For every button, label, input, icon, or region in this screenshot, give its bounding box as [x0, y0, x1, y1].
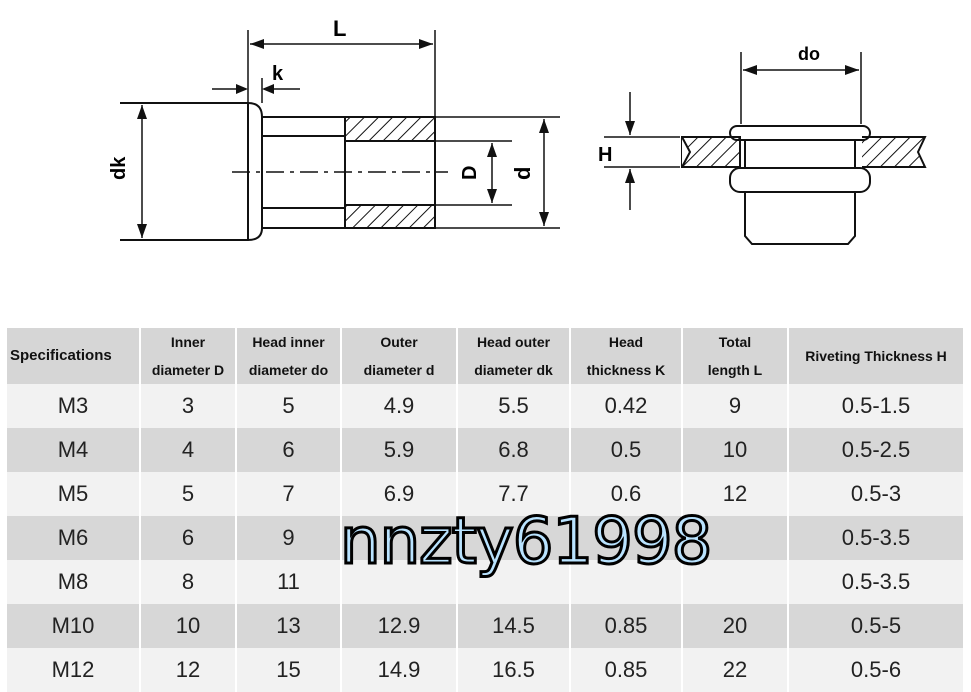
- table-cell: 5.9: [341, 428, 458, 472]
- table-cell: 4.9: [341, 384, 458, 428]
- table-cell: 4: [140, 428, 237, 472]
- table-cell: 6.9: [341, 472, 458, 516]
- table-cell: [570, 516, 683, 560]
- table-cell: [682, 516, 789, 560]
- label-do: do: [798, 44, 820, 64]
- table-cell: M10: [7, 604, 141, 648]
- table-cell: 0.85: [570, 604, 683, 648]
- header-riveting-thickness: Riveting Thickness H: [788, 328, 965, 384]
- table-cell: [682, 560, 789, 604]
- table-cell: [457, 560, 571, 604]
- label-d: d: [510, 167, 535, 180]
- table-cell: 5: [140, 472, 237, 516]
- table-cell: 6: [140, 516, 237, 560]
- table-cell: [341, 560, 458, 604]
- table-cell: M4: [7, 428, 141, 472]
- table-cell: 5: [236, 384, 342, 428]
- table-cell: 9: [682, 384, 789, 428]
- table-cell: 7.7: [457, 472, 571, 516]
- table-cell: 7: [236, 472, 342, 516]
- table-cell: M6: [7, 516, 141, 560]
- table-cell: [341, 516, 458, 560]
- table-cell: 12.9: [341, 604, 458, 648]
- table-cell: 0.5-1.5: [788, 384, 965, 428]
- table-cell: 15: [236, 648, 342, 692]
- table-cell: 12: [140, 648, 237, 692]
- table-cell: 5.5: [457, 384, 571, 428]
- table-cell: 0.5-3.5: [788, 516, 965, 560]
- table-cell: 0.5-3.5: [788, 560, 965, 604]
- table-cell: 0.5-6: [788, 648, 965, 692]
- label-k: k: [272, 63, 284, 85]
- table-cell: 0.6: [570, 472, 683, 516]
- table-cell: 12: [682, 472, 789, 516]
- label-D: D: [459, 166, 481, 180]
- label-L: L: [333, 16, 346, 41]
- table-cell: 3: [140, 384, 237, 428]
- table-cell: M5: [7, 472, 141, 516]
- table-cell: M8: [7, 560, 141, 604]
- table-cell: 16.5: [457, 648, 571, 692]
- installed-rivet-view: [604, 52, 927, 245]
- table-cell: 13: [236, 604, 342, 648]
- table-cell: 6: [236, 428, 342, 472]
- header-specifications: Specifications: [7, 328, 141, 384]
- table-cell: 10: [140, 604, 237, 648]
- watermark-text: nnzty61998: [338, 504, 713, 581]
- table-cell: 20: [682, 604, 789, 648]
- rivet-nut-side-view: [120, 30, 560, 241]
- table-cell: 0.85: [570, 648, 683, 692]
- technical-drawing: L k dk D d H do: [108, 16, 927, 245]
- table-cell: 10: [682, 428, 789, 472]
- label-dk: dk: [108, 156, 130, 180]
- table-cell: 14.5: [457, 604, 571, 648]
- table-cell: 14.9: [341, 648, 458, 692]
- table-cell: [570, 560, 683, 604]
- table-cell: 11: [236, 560, 342, 604]
- table-cell: 8: [140, 560, 237, 604]
- table-cell: 22: [682, 648, 789, 692]
- label-H: H: [598, 144, 612, 166]
- table-cell: 0.42: [570, 384, 683, 428]
- table-cell: 9: [236, 516, 342, 560]
- table-cell: 0.5-5: [788, 604, 965, 648]
- table-cell: 0.5-3: [788, 472, 965, 516]
- table-cell: 0.5-2.5: [788, 428, 965, 472]
- table-cell: 0.5: [570, 428, 683, 472]
- table-cell: 6.8: [457, 428, 571, 472]
- table-cell: [457, 516, 571, 560]
- table-cell: M12: [7, 648, 141, 692]
- table-cell: M3: [7, 384, 141, 428]
